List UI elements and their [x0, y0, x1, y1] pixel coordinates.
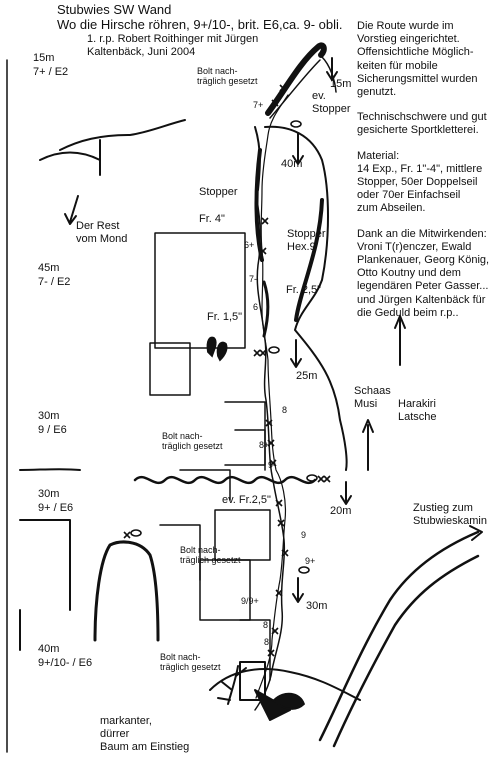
ev-friend-25-label: ev. Fr.2,5" — [222, 494, 271, 506]
crack-upper — [254, 194, 286, 711]
block-upper-left — [154, 232, 246, 349]
rappel-length: 40m — [281, 158, 303, 170]
route-grade: 9- — [268, 460, 277, 470]
note-line: Technischschwere und gut — [357, 111, 487, 124]
note-line: Vroni T(r)enczer, Ewald — [357, 240, 472, 253]
first-ascent-date: Kaltenbäck, Juni 2004 — [87, 46, 196, 58]
moon-arrow-icon — [64, 195, 79, 225]
route-grade: 9/9+ — [241, 596, 259, 606]
route-line — [255, 94, 289, 699]
friend-4-label: Fr. 4" — [199, 213, 225, 225]
rappel-arrow-25m — [290, 339, 302, 368]
stopper-label: Stopper — [199, 186, 238, 198]
top-roof — [265, 42, 327, 116]
note-line: genutzt. — [357, 86, 397, 99]
first-ascent-credit: 1. r.p. Robert Roithinger mit Jürgen — [87, 33, 259, 45]
route-grade: 8 — [282, 405, 288, 415]
note-line: Material: — [357, 149, 400, 162]
pitch-grade: 7- / E2 — [38, 276, 71, 288]
left-knob — [93, 540, 160, 642]
rappel-arrow-40m — [292, 132, 304, 165]
note-line: zum Abseilen. — [357, 202, 426, 215]
pitch-grade: 9+/10- / E6 — [38, 657, 93, 669]
pitch-length: 40m — [38, 643, 60, 655]
note-line: oder 70er Einfachseil — [357, 189, 461, 202]
route-grade: 8 — [263, 620, 269, 630]
rappel-arrow-15m — [326, 57, 338, 81]
rappel-length: 20m — [330, 505, 352, 517]
note-line: und Jürgen Kaltenbäck für — [357, 293, 486, 306]
base-slab — [209, 668, 361, 701]
left-outline — [59, 119, 186, 176]
route-notes: Die Route wurde im Vorstieg eingerichtet… — [357, 20, 497, 332]
note-line: Offensichtliche Möglich- — [357, 46, 474, 59]
pitch-grade: 7+ / E2 — [33, 66, 69, 78]
pitch-grade: 9 / E6 — [38, 424, 67, 436]
route-grade: 6+ — [244, 240, 255, 250]
pitch-grade: 9+ / E6 — [38, 502, 74, 514]
rappel-length: 15m — [330, 78, 352, 90]
pitch-length: 30m — [38, 410, 60, 422]
route-grade: 7- — [249, 274, 258, 284]
main-pillar — [264, 125, 348, 471]
note-line: Die Route wurde im — [357, 20, 454, 32]
bolt-label: Bolt nach-träglich gesetzt — [160, 652, 221, 672]
note-line: 14 Exp., Fr. 1"-4", mittlere — [357, 162, 483, 175]
route-grade: 8 — [264, 637, 270, 647]
ledge-band — [133, 475, 317, 485]
note-line: Plankenauer, Georg König, — [357, 254, 490, 267]
route-grade: 7+ — [253, 100, 264, 110]
protection-marks — [123, 84, 331, 657]
note-line: gesicherte Sportkletterei. — [357, 124, 479, 137]
note-line: legendären Peter Gasser... — [357, 280, 489, 293]
bolt-label: Bolt nach-träglich gesetzt — [180, 545, 241, 565]
note-line: Stopper, 50er Doppelseil — [357, 176, 478, 189]
rappel-arrow-20m — [340, 481, 352, 505]
note-line: Otto Koutny und dem — [357, 267, 461, 280]
note-line: keiten für mobile — [357, 59, 438, 72]
rappel-length: 25m — [296, 370, 318, 382]
route-grade: 6 — [253, 302, 259, 312]
bolt-label: Bolt nach-träglich gesetzt — [162, 431, 223, 451]
rappel-length: 30m — [306, 600, 328, 612]
rappel-arrow-30m — [292, 577, 304, 603]
tree-icon — [217, 665, 247, 705]
ev-stopper-label: ev.Stopper — [312, 90, 351, 115]
note-line: Sicherungsmittel wurden — [357, 72, 478, 85]
belay-stations — [130, 120, 318, 574]
route-grade: 9 — [301, 530, 307, 540]
route-grade: 9+ — [305, 556, 316, 566]
note-line: Dank an die Mitwirkenden: — [357, 227, 487, 240]
pitch-length: 45m — [38, 262, 60, 274]
zustieg-arrow — [318, 530, 480, 742]
friend-15-label: Fr. 1,5" — [207, 311, 243, 323]
topo-subtitle: Wo die Hirsche röhren, 9+/10-, brit. E6,… — [57, 17, 343, 32]
friend-25-label: Fr. 2,5" — [286, 284, 322, 296]
route-grade: 8+ — [259, 440, 270, 450]
note-line: die Geduld beim r.p.. — [357, 306, 459, 319]
pitch-length: 30m — [38, 488, 60, 500]
note-line: Vorstieg eingerichtet. — [357, 33, 460, 46]
pitch-length: 15m — [33, 52, 55, 64]
topo-title: Stubwies SW Wand — [57, 2, 172, 17]
bolt-label: Bolt nach-träglich gesetzt — [197, 66, 258, 86]
shrub-icons — [206, 336, 306, 710]
